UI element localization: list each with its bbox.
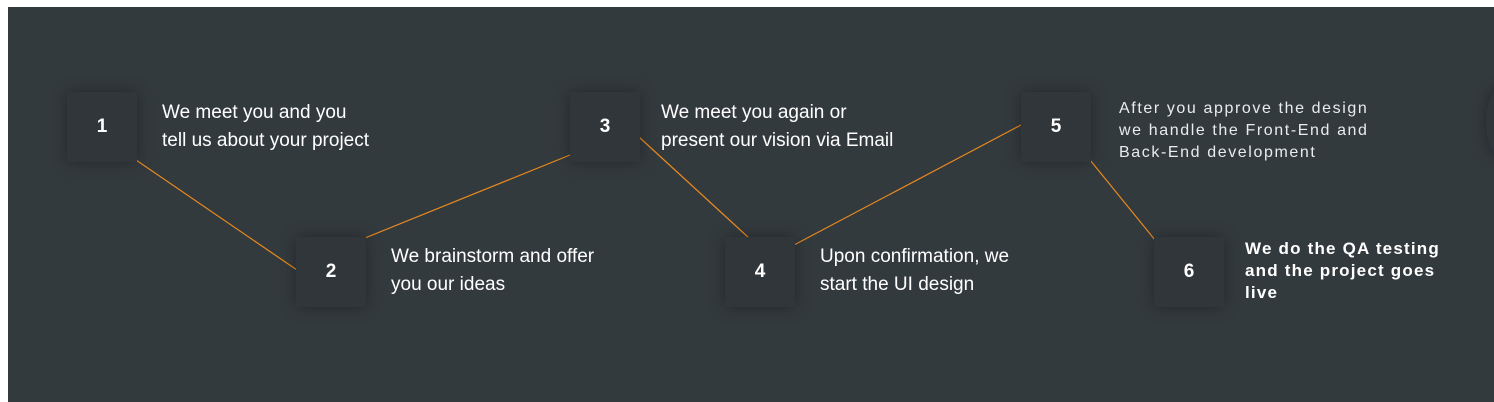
- step-4-description: Upon confirmation, we start the UI desig…: [820, 246, 1010, 295]
- step-4-box[interactable]: 4: [725, 237, 795, 307]
- step-6-number: 6: [1183, 261, 1195, 282]
- connector-lines: [135, 124, 1156, 271]
- connector-2-3: [364, 154, 571, 239]
- step-3-description: We meet you again or present our vision …: [661, 102, 894, 151]
- step-1-description: We meet you and you tell us about your p…: [162, 102, 370, 151]
- step-5-description: After you approve the design we handle t…: [1119, 100, 1369, 161]
- connector-5-6: [1089, 159, 1156, 241]
- step-3-box[interactable]: 3: [570, 92, 640, 162]
- partial-next-step-box: [1486, 87, 1494, 157]
- step-1-box[interactable]: 1: [67, 92, 137, 162]
- step-2-description: We brainstorm and offer you our ideas: [391, 246, 595, 295]
- connector-1-2: [135, 159, 298, 271]
- step-6-box[interactable]: 6: [1154, 237, 1224, 307]
- process-steps-panel: 1 We meet you and you tell us about your…: [8, 7, 1494, 402]
- step-3-number: 3: [599, 116, 611, 137]
- step-4-number: 4: [754, 261, 766, 282]
- step-1-number: 1: [96, 116, 108, 137]
- connector-3-4: [638, 136, 750, 239]
- step-2-number: 2: [325, 261, 337, 282]
- step-5-number: 5: [1050, 116, 1062, 137]
- step-5-box[interactable]: 5: [1021, 92, 1091, 162]
- step-6-description: We do the QA testing and the project goe…: [1245, 239, 1440, 302]
- connector-4-5: [793, 124, 1022, 246]
- step-2-box[interactable]: 2: [296, 237, 366, 307]
